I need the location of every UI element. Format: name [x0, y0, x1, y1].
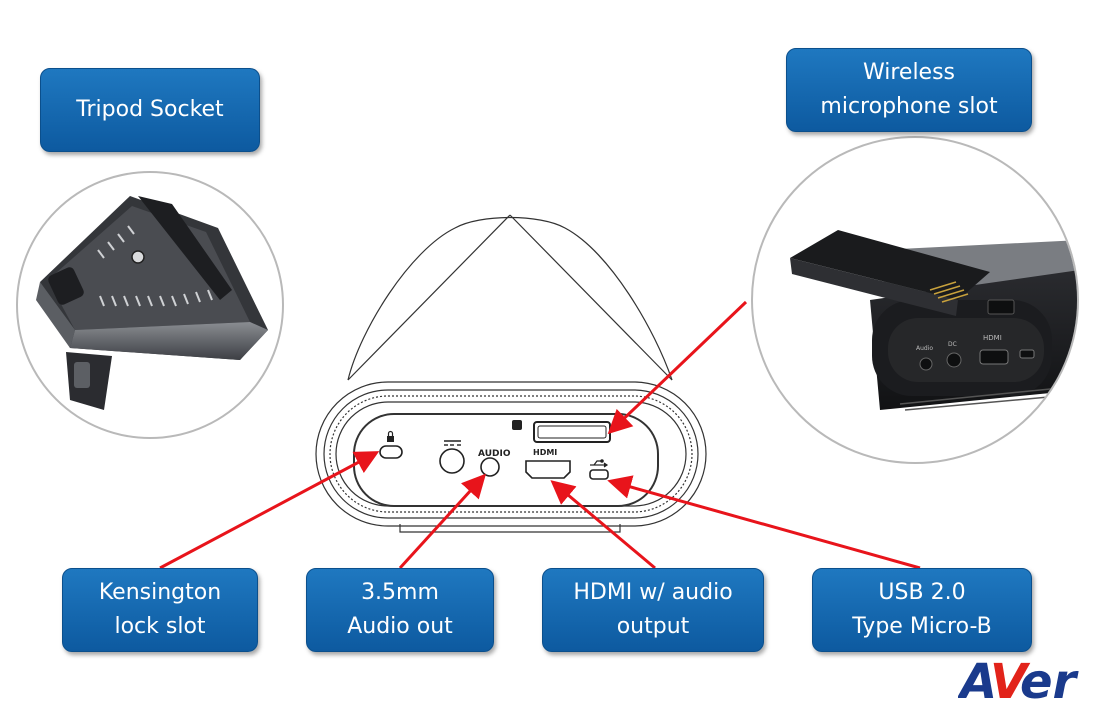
- callout-hdmi: HDMI w/ audio output: [542, 568, 764, 652]
- callout-tripod-socket: Tripod Socket: [40, 68, 260, 152]
- mic-hdmi-port-icon: [979, 349, 1009, 365]
- usb-icon: [590, 459, 609, 468]
- callout-audio-out-line2: Audio out: [347, 614, 453, 639]
- dc-port: [439, 448, 465, 474]
- logo-letter-a: A: [958, 654, 997, 708]
- mic-dc-label: DC: [948, 341, 957, 348]
- callout-hdmi-line1: HDMI w/ audio: [573, 580, 733, 605]
- mic-slot-outline: [533, 421, 611, 443]
- aver-logo: A V er: [958, 654, 1080, 708]
- dc-symbol-icon: [444, 440, 461, 446]
- kensington-slot: [379, 445, 403, 459]
- arrow-hdmi: [550, 480, 656, 570]
- callout-wireless-mic-line1: Wireless: [862, 60, 956, 85]
- callout-usb: USB 2.0 Type Micro-B: [812, 568, 1032, 652]
- device-line-drawing: [315, 214, 707, 533]
- hdmi-port-label: HDMI: [533, 448, 557, 457]
- callout-kensington-line1: Kensington: [98, 580, 222, 605]
- arrow-usb: [607, 475, 921, 570]
- arrow-kensington: [159, 451, 380, 570]
- callout-usb-line1: USB 2.0: [878, 580, 966, 605]
- usb-port: [589, 469, 609, 480]
- mic-slot-icon: [512, 420, 522, 430]
- callout-usb-line2: Type Micro-B: [852, 614, 992, 639]
- callout-wireless-mic-line2: microphone slot: [820, 94, 998, 119]
- callout-kensington: Kensington lock slot: [62, 568, 258, 652]
- hdmi-port: [525, 460, 571, 479]
- mic-dc-port-icon: [946, 352, 962, 368]
- arrow-audio: [398, 473, 487, 570]
- logo-letters-er: er: [1020, 654, 1080, 708]
- wireless-mic-photo: Audio DC HDMI: [751, 136, 1079, 464]
- annotation-arrows: [159, 300, 921, 570]
- audio-port: [480, 457, 500, 477]
- mic-usb-port-icon: [1019, 349, 1035, 359]
- lock-icon: [387, 430, 394, 442]
- tripod-socket-photo: [16, 171, 284, 439]
- arrow-wireless-mic: [607, 300, 748, 435]
- mic-hdmi-label: HDMI: [983, 334, 1002, 342]
- callout-tripod-socket-text: Tripod Socket: [76, 97, 224, 122]
- audio-port-label: AUDIO: [478, 449, 511, 459]
- mic-audio-port-icon: [919, 357, 933, 371]
- mic-audio-label: Audio: [916, 345, 933, 352]
- device-ports: AUDIO HDMI: [379, 420, 611, 480]
- callout-audio-out: 3.5mm Audio out: [306, 568, 494, 652]
- tripod-hole-icon: [131, 250, 145, 264]
- logo-letter-v: V: [990, 654, 1031, 708]
- callout-kensington-line2: lock slot: [114, 614, 206, 639]
- device-top-outline: [347, 216, 673, 381]
- callout-wireless-mic: Wireless microphone slot: [786, 48, 1032, 132]
- callout-hdmi-line2: output: [616, 614, 690, 639]
- device-body-outline: [315, 381, 707, 527]
- callout-audio-out-line1: 3.5mm: [361, 580, 439, 605]
